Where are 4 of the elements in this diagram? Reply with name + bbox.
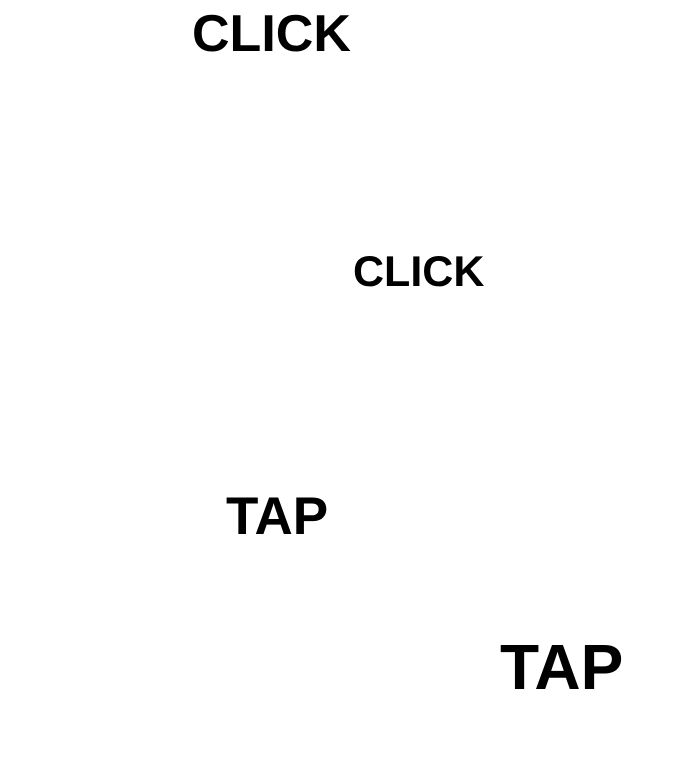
sound-effect-text: TAP xyxy=(226,490,328,543)
sound-effect-text: CLICK xyxy=(353,251,484,294)
sound-effect-text: TAP xyxy=(500,635,624,699)
sound-effect-text: CLICK xyxy=(192,8,351,60)
